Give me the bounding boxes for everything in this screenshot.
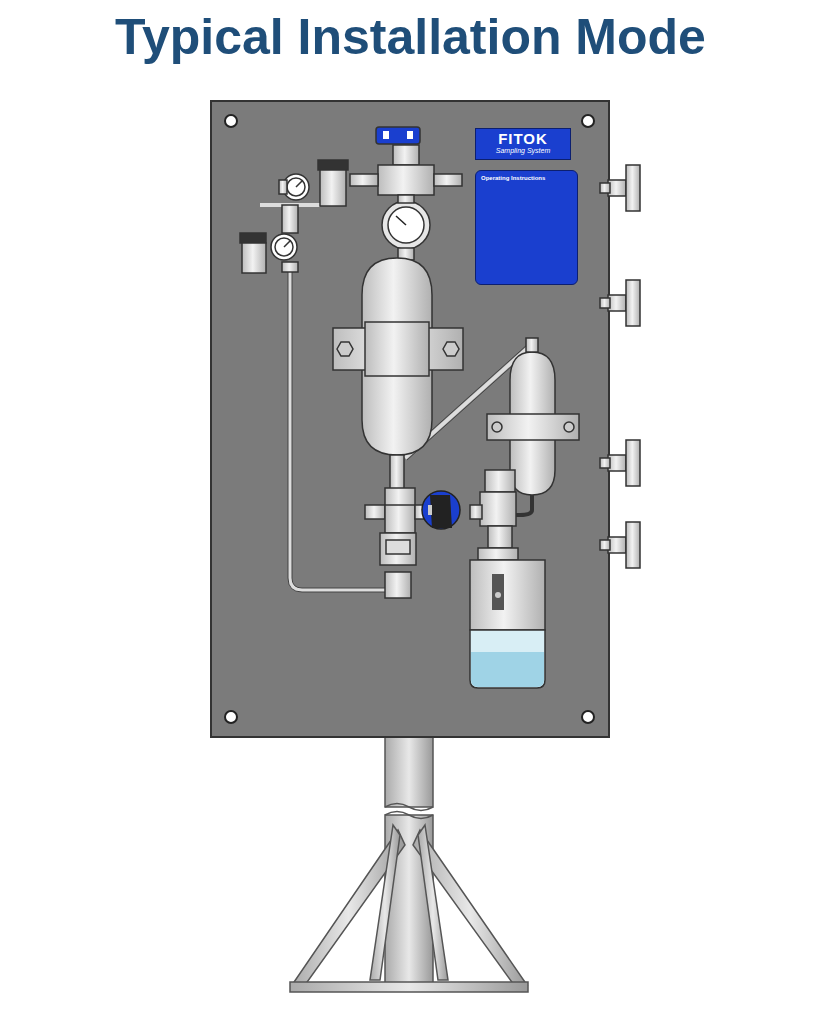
brand-subtitle: Sampling System bbox=[478, 147, 568, 155]
logo-plate: FITOKSampling System bbox=[475, 128, 571, 160]
brand-logo: FITOK bbox=[478, 130, 568, 147]
diagram-title: Typical Installation Mode bbox=[0, 8, 821, 66]
instructions-heading: Operating Instructions bbox=[481, 175, 572, 182]
instructions-panel: Operating Instructions bbox=[475, 170, 578, 285]
